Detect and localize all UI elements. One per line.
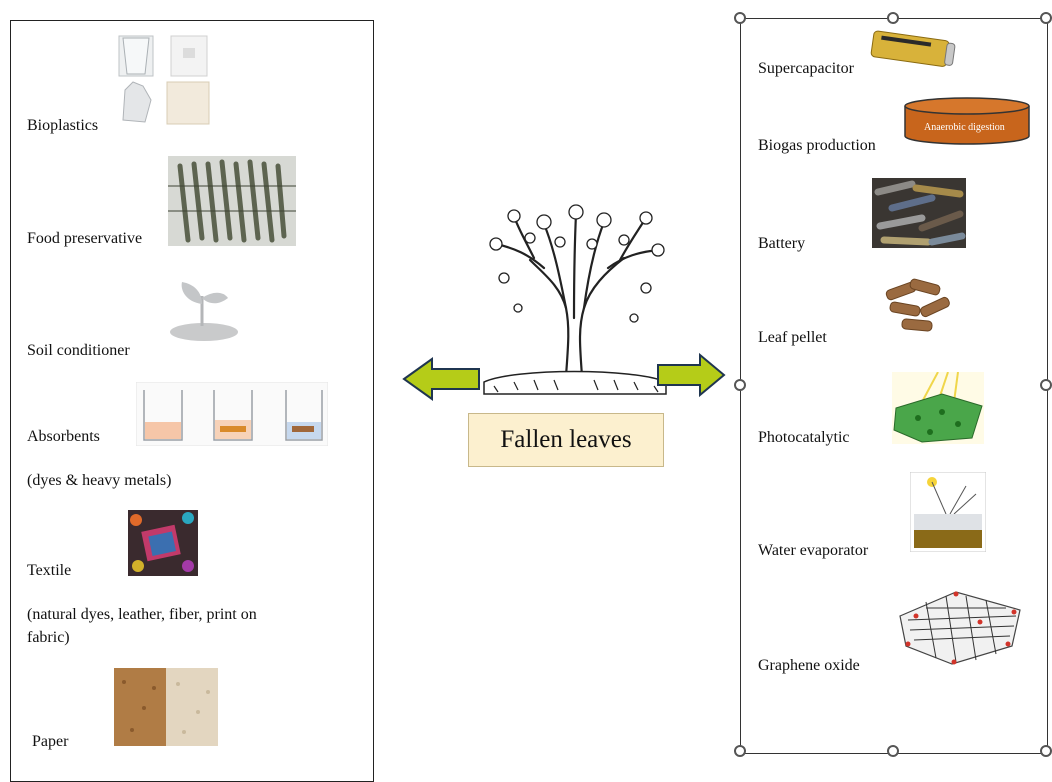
tree-illustration <box>483 204 667 395</box>
soil-conditioner-label: Soil conditioner <box>27 342 130 359</box>
fallen-leaves-label: Fallen leaves <box>468 413 664 467</box>
biogas-tank-image <box>904 97 1030 145</box>
textile-label: Textile <box>27 562 72 579</box>
resize-handle-bottom-right[interactable] <box>1040 745 1052 757</box>
supercapacitor-image <box>870 30 956 67</box>
absorbents-image <box>136 382 328 446</box>
leaf-pellet-image <box>885 278 950 332</box>
photocatalytic-image <box>892 372 984 444</box>
biogas-tank-text: Anaerobic digestion <box>924 122 1005 133</box>
leaf-pellet-label: Leaf pellet <box>758 329 827 346</box>
battery-label: Battery <box>758 235 806 252</box>
water-evaporator-label: Water evaporator <box>758 542 869 559</box>
graphene-oxide-label: Graphene oxide <box>758 657 860 674</box>
paper-label: Paper <box>32 733 69 750</box>
graphene-oxide-image <box>899 591 1021 665</box>
resize-handle-top-left[interactable] <box>734 12 746 24</box>
water-evaporator-image <box>910 472 986 552</box>
textile-note-line1: (natural dyes, leather, fiber, print on <box>27 606 257 623</box>
food-preservative-image <box>168 156 296 246</box>
biogas-production-label: Biogas production <box>758 137 876 154</box>
textile-note-line2: fabric) <box>27 629 70 646</box>
food-preservative-label: Food preservative <box>27 230 143 247</box>
bioplastics-label: Bioplastics <box>27 117 99 134</box>
resize-handle-top-right[interactable] <box>1040 12 1052 24</box>
resize-handle-bottom-center[interactable] <box>887 745 899 757</box>
resize-handle-top-center[interactable] <box>887 12 899 24</box>
absorbents-label: Absorbents <box>27 428 100 445</box>
textile-image <box>128 510 198 576</box>
supercapacitor-label: Supercapacitor <box>758 60 854 77</box>
absorbents-note: (dyes & heavy metals) <box>27 472 172 489</box>
paper-image <box>114 668 218 746</box>
photocatalytic-label: Photocatalytic <box>758 429 850 446</box>
resize-handle-bottom-left[interactable] <box>734 745 746 757</box>
soil-conditioner-image <box>170 282 238 341</box>
resize-handle-middle-left[interactable] <box>734 379 746 391</box>
battery-image <box>872 178 966 248</box>
bioplastics-image <box>118 35 210 125</box>
resize-handle-middle-right[interactable] <box>1040 379 1052 391</box>
left-arrow-icon <box>402 357 480 401</box>
right-arrow-icon <box>657 352 726 398</box>
